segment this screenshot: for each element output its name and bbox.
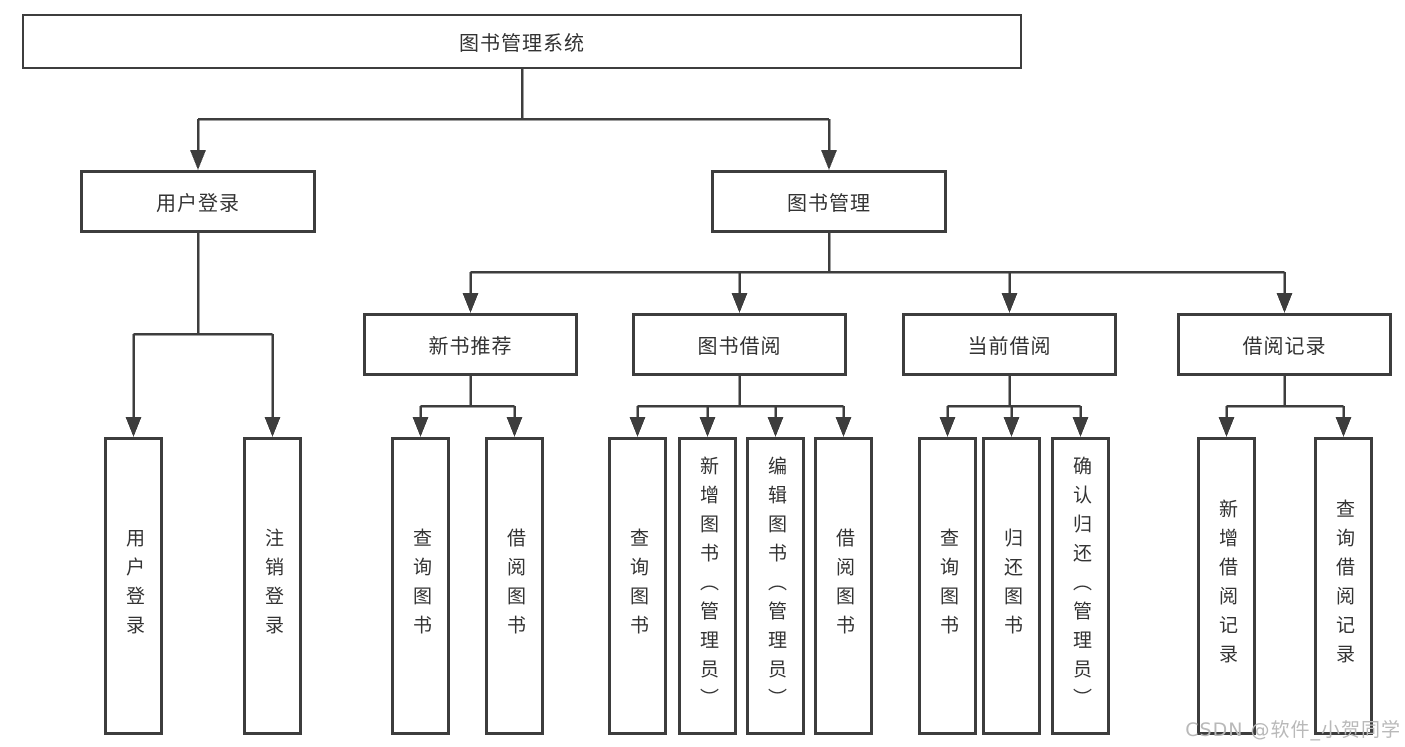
node-label: 借阅图书 xyxy=(833,528,855,644)
leaf-return-books: 归还图书 xyxy=(982,437,1041,735)
node-root-library-system: 图书管理系统 xyxy=(22,14,1022,69)
connector-current-borrowing-children xyxy=(939,376,1089,437)
node-book-borrowing: 图书借阅 xyxy=(632,313,847,376)
node-label: 查询图书 xyxy=(937,528,959,644)
arrow-down-icons xyxy=(629,417,852,437)
node-label: 查询图书 xyxy=(410,528,432,644)
arrow-down-icons xyxy=(462,293,1293,313)
node-label: 图书管理 xyxy=(787,191,871,215)
node-label: 图书借阅 xyxy=(697,334,782,358)
node-current-borrowing: 当前借阅 xyxy=(902,313,1117,376)
connector-borrowing-records-children xyxy=(1218,376,1352,437)
leaf-confirm-return-admin: 确认归还（管理员） xyxy=(1051,437,1110,735)
leaf-query-books-current: 查询图书 xyxy=(918,437,977,735)
node-borrowing-records: 借阅记录 xyxy=(1177,313,1392,376)
connector-line xyxy=(132,233,274,420)
connector-line xyxy=(636,376,845,420)
leaf-borrow-books-borrowing: 借阅图书 xyxy=(814,437,873,735)
arrow-down-icons xyxy=(412,417,523,437)
leaf-logout: 注销登录 xyxy=(243,437,302,735)
node-label: 图书管理系统 xyxy=(459,31,585,55)
arrow-down-icons xyxy=(125,417,281,437)
node-label: 确认归还（管理员） xyxy=(1070,455,1092,717)
csdn-watermark: CSDN @软件_小贺同学 xyxy=(1185,719,1401,741)
node-label: 注销登录 xyxy=(262,528,284,644)
leaf-edit-books-admin: 编辑图书（管理员） xyxy=(746,437,805,735)
connector-line xyxy=(1225,376,1345,420)
node-label: 归还图书 xyxy=(1001,528,1023,644)
connector-line xyxy=(469,233,1286,296)
node-user-login: 用户登录 xyxy=(80,170,316,233)
node-label: 查询借阅记录 xyxy=(1333,499,1355,673)
node-new-book-recommend: 新书推荐 xyxy=(363,313,578,376)
arrow-down-icons xyxy=(1218,417,1352,437)
node-label: 当前借阅 xyxy=(967,334,1052,358)
leaf-add-borrow-record: 新增借阅记录 xyxy=(1197,437,1256,735)
connector-line xyxy=(946,376,1082,420)
connector-line xyxy=(419,376,516,420)
connector-user-login-children xyxy=(125,233,281,437)
node-label: 新增借阅记录 xyxy=(1216,499,1238,673)
leaf-borrow-books-recommend: 借阅图书 xyxy=(485,437,544,735)
node-label: 借阅记录 xyxy=(1242,334,1327,358)
leaf-query-borrow-record: 查询借阅记录 xyxy=(1314,437,1373,735)
node-label: 编辑图书（管理员） xyxy=(765,455,787,717)
node-label: 查询图书 xyxy=(627,528,649,644)
arrow-down-icons xyxy=(190,150,837,170)
node-label: 新增图书（管理员） xyxy=(697,455,719,717)
connector-line xyxy=(196,69,831,153)
leaf-user-login: 用户登录 xyxy=(104,437,163,735)
node-label: 借阅图书 xyxy=(504,528,526,644)
leaf-query-books-borrowing: 查询图书 xyxy=(608,437,667,735)
node-label: 用户登录 xyxy=(123,528,145,644)
connector-new-book-recommend-children xyxy=(412,376,523,437)
leaf-query-books-recommend: 查询图书 xyxy=(391,437,450,735)
connector-book-borrowing-children xyxy=(629,376,852,437)
node-book-management: 图书管理 xyxy=(711,170,947,233)
node-label: 新书推荐 xyxy=(428,334,513,358)
connector-root-to-level1 xyxy=(190,69,837,170)
leaf-add-books-admin: 新增图书（管理员） xyxy=(678,437,737,735)
arrow-down-icons xyxy=(939,417,1089,437)
node-label: 用户登录 xyxy=(156,191,240,215)
connector-book-management-children xyxy=(462,233,1293,313)
